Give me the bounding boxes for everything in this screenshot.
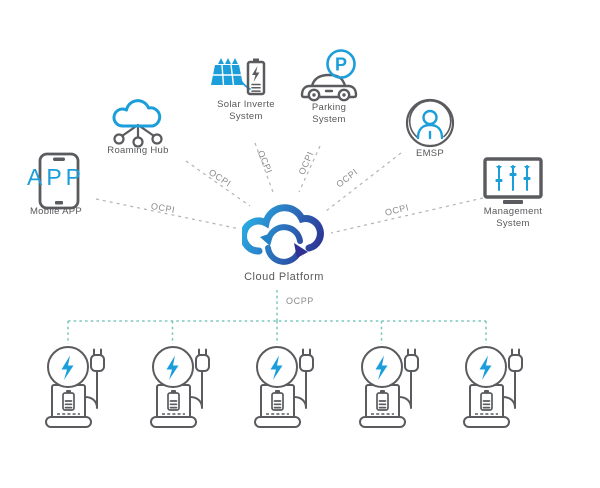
charger-base (463, 416, 510, 428)
user-circle-icon (405, 98, 455, 148)
cloud-sync-icon (242, 204, 324, 266)
charger-cable (188, 370, 203, 409)
plug-icon (299, 354, 314, 372)
node-label-mobile-app: Mobile APP (29, 206, 83, 217)
node-label-emsp: EMSP (415, 148, 445, 159)
plug-icon (403, 354, 419, 372)
app-icon-text: APP (27, 164, 86, 190)
plug-prongs (197, 348, 207, 356)
plug-prongs (511, 348, 520, 356)
plug-icon (194, 354, 210, 372)
ev-charging-station-icon (254, 346, 314, 428)
ocpi-line-emsp (325, 152, 402, 212)
monitor-sliders-icon (483, 157, 543, 204)
ev-charging-station-icon (358, 346, 419, 428)
lightning-icon (166, 355, 178, 380)
charger-base (254, 416, 301, 428)
node-label-management: Management System (483, 206, 543, 229)
lightning-icon (375, 355, 387, 380)
smartphone-icon (38, 152, 80, 210)
charger-cable (293, 370, 307, 409)
charger-base (149, 416, 197, 428)
car-parking-icon: P (300, 49, 358, 102)
ocpi-line-roaming-hub (185, 160, 251, 207)
inverter-battery (246, 60, 266, 96)
cloud-network-icon (112, 99, 163, 148)
node-label-roaming-hub: Roaming Hub (107, 145, 169, 156)
solar-panel-battery-icon (211, 58, 266, 96)
charger-cable (502, 370, 516, 409)
charger-base (45, 416, 92, 428)
charger-cable (397, 370, 412, 409)
plug-prongs (302, 348, 311, 356)
plug-icon (90, 354, 105, 372)
lightning-icon (270, 355, 283, 380)
ev-charging-station-icon (149, 346, 210, 428)
ev-charging-station-icon (463, 346, 523, 428)
charger-cable (84, 370, 98, 409)
lightning-icon (61, 355, 74, 380)
node-label-parking: Parking System (311, 102, 347, 125)
ocpi-line-management (330, 197, 484, 234)
ocpi-line-solar (254, 142, 274, 193)
ocpp-label: OCPP (286, 296, 314, 306)
plug-icon (508, 354, 523, 372)
cloud-platform-label: Cloud Platform (244, 271, 324, 283)
plug-prongs (406, 348, 416, 356)
charger-row (44, 345, 528, 429)
lightning-icon (479, 355, 492, 380)
charger-base (358, 416, 406, 428)
parking-badge-circle (326, 49, 356, 79)
parking-icon-text: P (335, 55, 347, 75)
ev-charging-station-icon (45, 346, 105, 428)
ocpi-line-parking (298, 145, 321, 193)
node-label-solar-inverter: Solar Inverte System (217, 99, 275, 122)
lightning-icon (252, 66, 260, 82)
plug-prongs (93, 348, 102, 356)
